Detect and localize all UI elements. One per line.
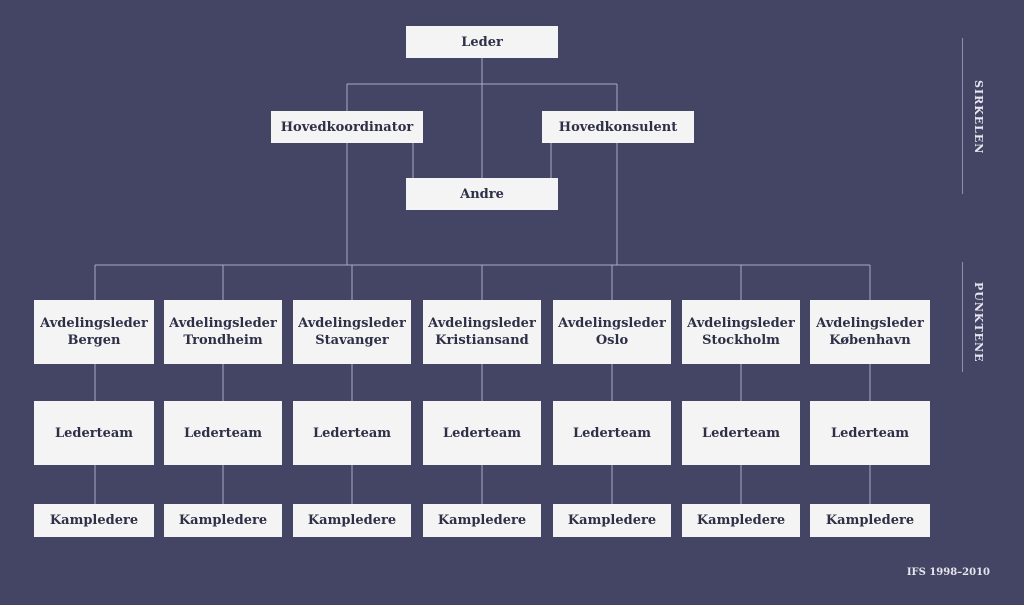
kampledere-label: Kampledere (437, 513, 527, 528)
lederteam-label: Lederteam (312, 425, 392, 441)
department-city: Trondheim (183, 333, 263, 348)
kampledere-label: Kampledere (825, 513, 915, 528)
lederteam-box: Lederteam (423, 401, 541, 465)
department-city: København (829, 333, 911, 348)
lederteam-label: Lederteam (183, 425, 263, 441)
department-box-oslo: Avdelingsleder Oslo (553, 300, 671, 364)
punktene-label: PUNKTENE (972, 282, 985, 363)
kampledere-box: Kampledere (810, 504, 930, 537)
lederteam-box: Lederteam (293, 401, 411, 465)
kampledere-box: Kampledere (423, 504, 541, 537)
sirkelen-divider (962, 38, 963, 194)
kampledere-label: Kampledere (696, 513, 786, 528)
hovedkonsulent-box: Hovedkonsulent (542, 111, 694, 143)
department-title: Avdelingsleder (687, 316, 795, 331)
department-city: Bergen (67, 333, 121, 348)
department-title: Avdelingsleder (40, 316, 148, 331)
department-box-kobenhavn: Avdelingsleder København (810, 300, 930, 364)
department-city: Stavanger (315, 333, 389, 348)
kampledere-label: Kampledere (307, 513, 397, 528)
department-box-stockholm: Avdelingsleder Stockholm (682, 300, 800, 364)
department-title: Avdelingsleder (558, 316, 666, 331)
hovedkoordinator-box: Hovedkoordinator (271, 111, 423, 143)
department-box-bergen: Avdelingsleder Bergen (34, 300, 154, 364)
lederteam-box: Lederteam (34, 401, 154, 465)
hovedkoordinator-label: Hovedkoordinator (280, 119, 414, 135)
department-title: Avdelingsleder (298, 316, 406, 331)
kampledere-box: Kampledere (34, 504, 154, 537)
lederteam-label: Lederteam (442, 425, 522, 441)
lederteam-label: Lederteam (54, 425, 134, 441)
lederteam-label: Lederteam (572, 425, 652, 441)
kampledere-box: Kampledere (553, 504, 671, 537)
kampledere-label: Kampledere (178, 513, 268, 528)
footer-text: IFS 1998–2010 (906, 567, 990, 578)
leder-label: Leder (461, 34, 503, 50)
lederteam-box: Lederteam (682, 401, 800, 465)
department-box-trondheim: Avdelingsleder Trondheim (164, 300, 282, 364)
department-city: Stockholm (702, 333, 780, 348)
kampledere-label: Kampledere (49, 513, 139, 528)
kampledere-box: Kampledere (164, 504, 282, 537)
department-title: Avdelingsleder (428, 316, 536, 331)
kampledere-label: Kampledere (567, 513, 657, 528)
andre-label: Andre (460, 186, 504, 202)
andre-box: Andre (406, 178, 558, 210)
hovedkonsulent-label: Hovedkonsulent (558, 119, 678, 135)
department-city: Oslo (595, 333, 629, 348)
punktene-divider (962, 262, 963, 372)
kampledere-box: Kampledere (293, 504, 411, 537)
sirkelen-label: SIRKELEN (972, 80, 985, 155)
lederteam-box: Lederteam (810, 401, 930, 465)
department-title: Avdelingsleder (169, 316, 277, 331)
leder-box: Leder (406, 26, 558, 58)
department-box-kristiansand: Avdelingsleder Kristiansand (423, 300, 541, 364)
department-title: Avdelingsleder (816, 316, 924, 331)
lederteam-box: Lederteam (553, 401, 671, 465)
lederteam-box: Lederteam (164, 401, 282, 465)
department-city: Kristiansand (435, 333, 529, 348)
lederteam-label: Lederteam (830, 425, 910, 441)
kampledere-box: Kampledere (682, 504, 800, 537)
lederteam-label: Lederteam (701, 425, 781, 441)
department-box-stavanger: Avdelingsleder Stavanger (293, 300, 411, 364)
